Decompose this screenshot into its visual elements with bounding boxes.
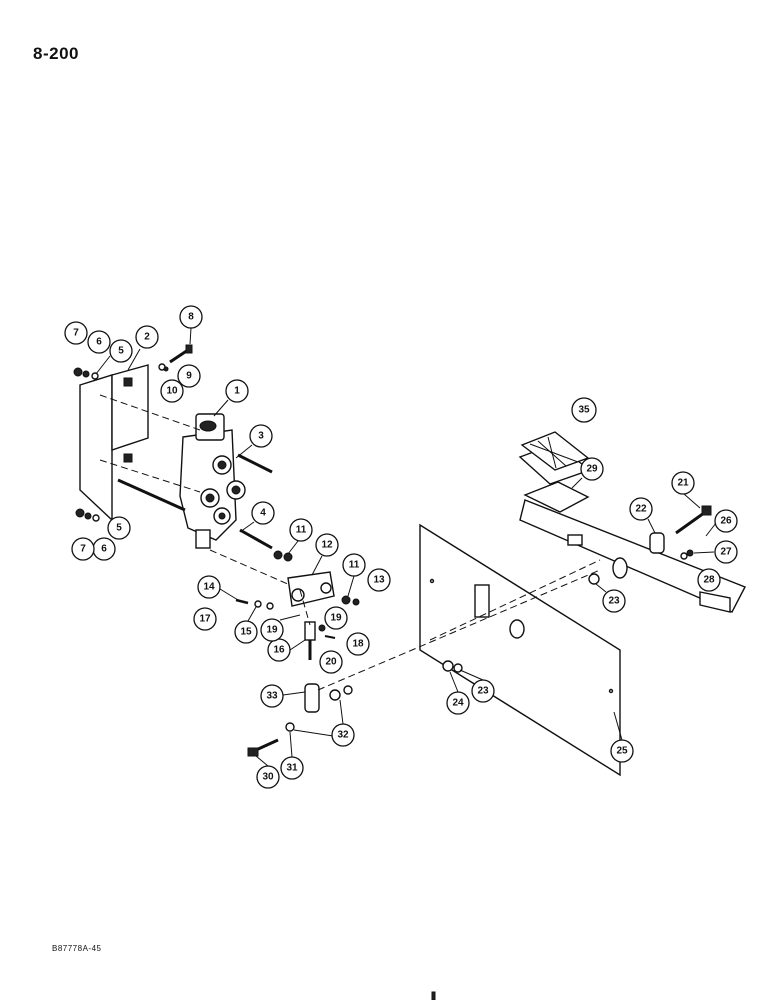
callout-7-lower: 7 [71, 537, 95, 561]
svg-text:11: 11 [349, 560, 360, 571]
svg-text:6: 6 [101, 544, 107, 555]
callout-13: 13 [367, 568, 391, 592]
callout-5-upper: 5 [95, 339, 133, 375]
panel-plate [419, 523, 621, 777]
clevis-rod [247, 621, 353, 757]
callout-22: 22 [629, 497, 656, 534]
bolt-8 [169, 344, 193, 364]
svg-text:30: 30 [262, 772, 274, 783]
callout-19-left: 19 [260, 614, 301, 642]
mounting-bracket [79, 364, 149, 522]
callout-19-right: 19 [324, 606, 348, 630]
svg-text:8: 8 [188, 312, 194, 323]
control-valve [117, 413, 246, 549]
svg-text:13: 13 [373, 575, 385, 586]
svg-text:9: 9 [186, 371, 192, 382]
callout-32: 32 [293, 699, 355, 747]
svg-text:14: 14 [203, 582, 215, 593]
svg-text:2: 2 [144, 332, 150, 343]
svg-text:12: 12 [321, 540, 333, 551]
callout-6-upper: 6 [87, 330, 111, 354]
callout-11-right: 11 [342, 553, 366, 597]
callout-23-upper: 23 [595, 583, 626, 613]
callout-12: 12 [311, 533, 339, 576]
svg-text:7: 7 [73, 328, 79, 339]
svg-text:15: 15 [240, 627, 252, 638]
callout-21: 21 [671, 471, 701, 509]
callout-14: 14 [197, 575, 239, 601]
svg-text:21: 21 [677, 478, 689, 489]
svg-text:4: 4 [260, 508, 266, 519]
svg-text:18: 18 [352, 639, 364, 650]
lever-assembly [235, 550, 360, 610]
svg-text:27: 27 [720, 547, 732, 558]
callout-20: 20 [319, 650, 343, 674]
spacer-bolt [442, 505, 712, 673]
callout-1: 1 [213, 379, 249, 417]
svg-text:10: 10 [166, 386, 178, 397]
page-mark [431, 991, 436, 1000]
callout-18: 18 [346, 632, 370, 656]
callout-2: 2 [127, 325, 159, 371]
pedal-pad [520, 431, 590, 471]
svg-text:25: 25 [616, 746, 628, 757]
callout-8: 8 [179, 305, 203, 345]
svg-text:7: 7 [80, 544, 86, 555]
callout-9: 9 [177, 364, 201, 388]
svg-text:24: 24 [452, 698, 464, 709]
callout-31: 31 [280, 731, 304, 780]
callout-28: 28 [697, 568, 721, 592]
callout-10: 10 [160, 379, 184, 403]
callout-5-lower: 5 [107, 516, 131, 540]
svg-text:26: 26 [720, 516, 732, 527]
callout-11-left: 11 [287, 518, 313, 555]
callout-26: 26 [705, 509, 738, 537]
svg-text:5: 5 [118, 346, 124, 357]
callout-30: 30 [255, 755, 280, 789]
svg-text:20: 20 [325, 657, 337, 668]
page-number: 8-200 [33, 44, 79, 63]
assembly-lines [99, 394, 601, 691]
svg-text:3: 3 [258, 431, 264, 442]
svg-text:23: 23 [477, 686, 489, 697]
nuts-washers [73, 363, 169, 522]
callout-6-lower: 6 [92, 537, 116, 561]
svg-text:29: 29 [586, 464, 598, 475]
callout-4: 4 [239, 501, 275, 533]
callout-15: 15 [234, 606, 258, 644]
svg-text:1: 1 [234, 386, 240, 397]
svg-text:11: 11 [296, 525, 307, 536]
callout-3: 3 [235, 424, 273, 459]
callout-17: 17 [193, 607, 217, 631]
callout-24: 24 [446, 671, 470, 715]
callout-7-upper: 7 [64, 321, 88, 345]
reference-code: B87778A-45 [52, 944, 102, 953]
callout-29: 29 [571, 457, 604, 489]
callout-35: 35 [571, 397, 597, 423]
callout-16: 16 [267, 638, 306, 662]
svg-text:22: 22 [635, 504, 647, 515]
svg-text:17: 17 [199, 614, 211, 625]
svg-text:6: 6 [96, 337, 102, 348]
callout-25: 25 [610, 711, 634, 763]
svg-text:28: 28 [703, 575, 715, 586]
callout-33: 33 [260, 684, 306, 708]
svg-text:16: 16 [273, 645, 285, 656]
callout-23-lower: 23 [459, 669, 495, 703]
svg-text:33: 33 [266, 691, 278, 702]
svg-text:31: 31 [286, 763, 298, 774]
callout-27: 27 [693, 540, 738, 564]
svg-text:35: 35 [578, 405, 590, 416]
svg-text:19: 19 [266, 625, 278, 636]
valve-bolts [237, 453, 273, 550]
svg-text:5: 5 [116, 523, 122, 534]
svg-text:32: 32 [337, 730, 349, 741]
svg-text:23: 23 [608, 596, 620, 607]
callouts: 1 2 3 4 5 5 6 6 7 7 8 9 10 11 11 12 13 1… [64, 305, 738, 789]
svg-text:19: 19 [330, 613, 342, 624]
